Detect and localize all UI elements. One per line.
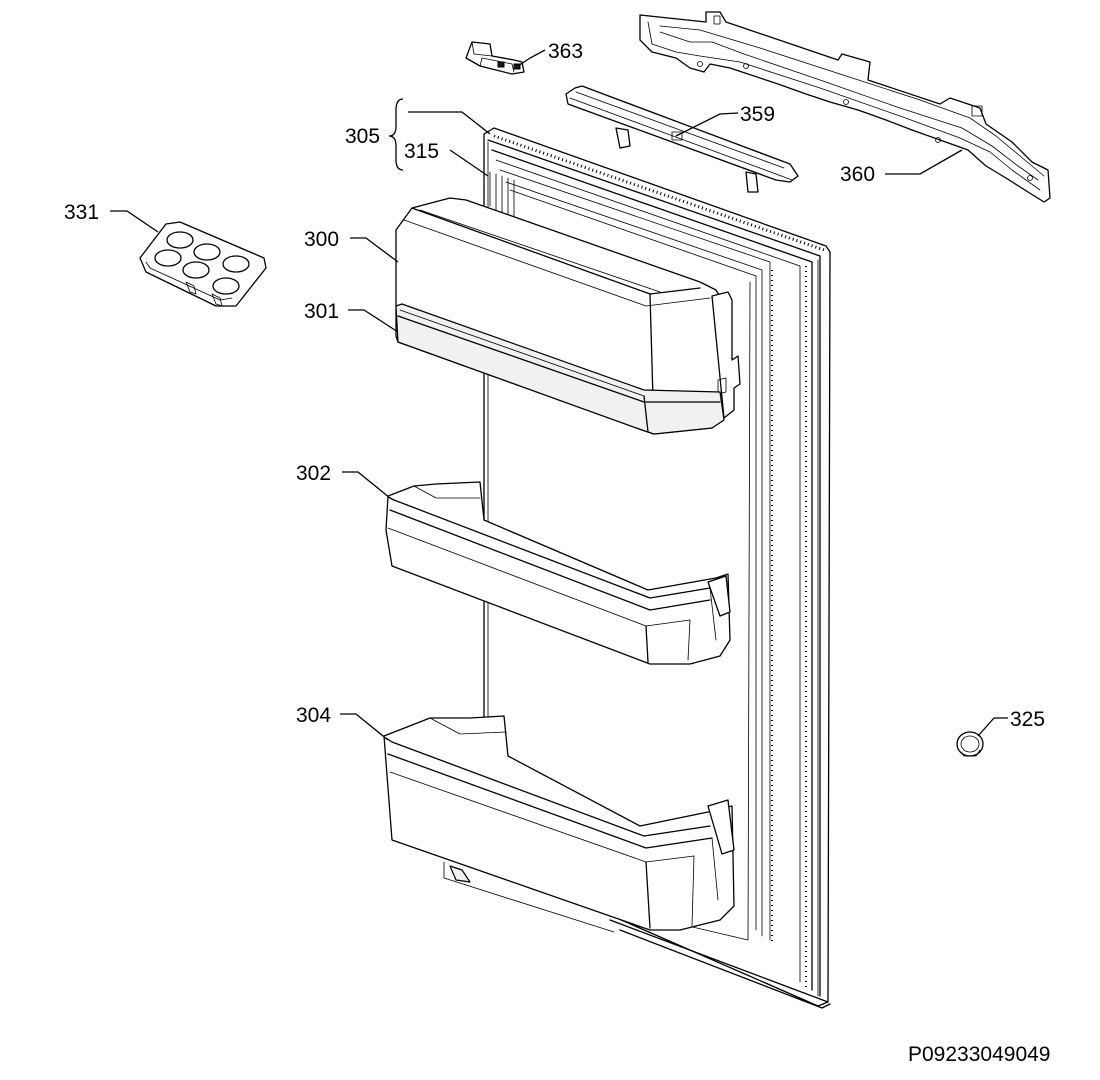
leader-363 bbox=[517, 49, 546, 67]
leader-359 bbox=[675, 112, 739, 137]
handle-strip-359 bbox=[565, 85, 799, 193]
callout-305: 305 bbox=[345, 125, 380, 148]
hinge-rail-360 bbox=[639, 11, 1051, 203]
dairy-compartment-301 bbox=[395, 303, 725, 435]
callout-360: 360 bbox=[840, 163, 875, 186]
callout-363: 363 bbox=[548, 40, 583, 63]
callout-359: 359 bbox=[740, 103, 775, 126]
egg-tray-331 bbox=[139, 221, 267, 307]
callout-302: 302 bbox=[296, 462, 331, 485]
leader-301 bbox=[348, 309, 399, 333]
leader-325 bbox=[977, 717, 1008, 737]
drawing-id: P09233049049 bbox=[908, 1043, 1050, 1066]
callout-301: 301 bbox=[304, 300, 339, 323]
bracket-clip-363 bbox=[465, 41, 525, 75]
callout-331: 331 bbox=[64, 201, 99, 224]
callout-304: 304 bbox=[296, 704, 331, 727]
leader-305-bracket bbox=[388, 98, 404, 171]
door-balcony-shelf-302 bbox=[385, 481, 731, 665]
callout-325: 325 bbox=[1010, 708, 1045, 731]
cover-cap-325 bbox=[956, 731, 984, 757]
leader-300 bbox=[350, 237, 399, 263]
leader-lines bbox=[110, 49, 1008, 741]
callout-labels: 363 359 360 305 315 331 300 301 302 304 … bbox=[64, 40, 1045, 731]
bottle-shelf-304 bbox=[383, 715, 735, 933]
leader-360 bbox=[885, 149, 963, 175]
leader-315 bbox=[449, 149, 489, 177]
leader-302 bbox=[342, 471, 391, 499]
leader-331 bbox=[110, 210, 159, 233]
callout-300: 300 bbox=[304, 228, 339, 251]
leader-305 bbox=[408, 111, 491, 135]
leader-304 bbox=[340, 713, 389, 741]
callout-315: 315 bbox=[404, 140, 439, 163]
